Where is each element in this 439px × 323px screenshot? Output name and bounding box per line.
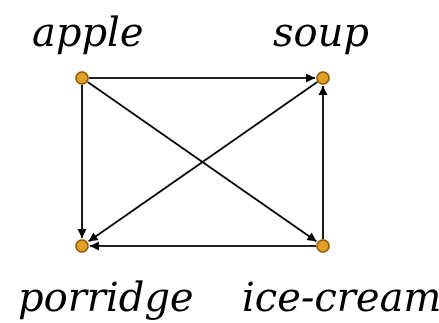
edges-layer <box>77 73 328 251</box>
edge-soup-to-porridge <box>88 81 318 243</box>
node-label-apple: apple <box>32 10 144 56</box>
node-ice-cream <box>316 239 330 253</box>
node-apple <box>75 71 89 85</box>
node-porridge <box>75 239 89 253</box>
node-label-ice-cream: ice-cream <box>242 275 439 321</box>
node-label-soup: soup <box>273 10 369 56</box>
node-soup <box>316 71 330 85</box>
nodes-layer <box>75 71 330 253</box>
node-label-porridge: porridge <box>18 275 194 321</box>
